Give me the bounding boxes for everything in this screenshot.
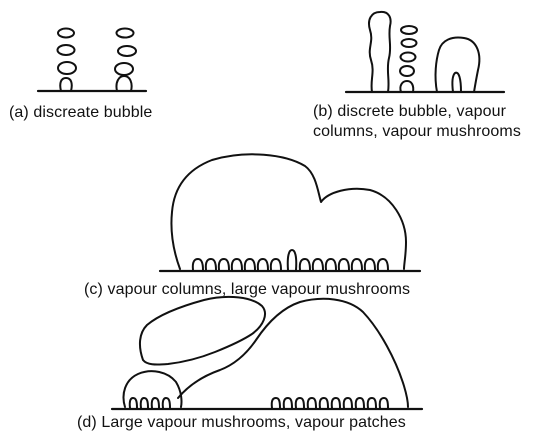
vapour-column (163, 398, 170, 408)
vapour-column (271, 259, 281, 270)
vapour-column (296, 398, 304, 408)
bubble (58, 62, 76, 74)
caption-a: (a) discreate bubble (9, 103, 152, 122)
vapour-column (232, 259, 242, 270)
panel-b-drawing (346, 12, 504, 92)
caption-d: (d) Large vapour mushrooms, vapour patch… (77, 413, 406, 432)
vapour-column (152, 398, 159, 408)
panel-b-bubble-column (400, 26, 417, 92)
vapour-column (365, 259, 375, 270)
bubble (58, 45, 75, 55)
vapour-column (245, 259, 255, 270)
vapour-column (308, 398, 316, 408)
bubble-on-surface (116, 76, 131, 91)
vapour-column (339, 259, 349, 270)
caption-b-line2: columns, vapour mushrooms (313, 122, 521, 141)
bubble (118, 46, 136, 56)
vapour-column (369, 12, 391, 92)
vapour-column (352, 259, 362, 270)
vapour-column (326, 259, 336, 270)
vapour-mushroom (436, 38, 480, 93)
bubble (58, 29, 74, 38)
vapour-column (219, 259, 229, 270)
vapour-column (356, 398, 364, 408)
panel-d-drawing (112, 297, 422, 409)
bubble (401, 53, 416, 62)
bubble (117, 29, 134, 38)
vapour-column (344, 398, 352, 408)
vapour-column (313, 259, 323, 270)
vapour-column (300, 259, 310, 270)
caption-b-line1: (b) discrete bubble, vapour (313, 102, 506, 121)
bubble-on-surface (60, 78, 72, 91)
vapour-column (193, 259, 203, 270)
bubble (401, 26, 417, 34)
bubble (400, 66, 414, 76)
panel-a-drawing (38, 29, 146, 92)
vapour-column (380, 398, 388, 408)
vapour-column (206, 259, 216, 270)
vapour-column (258, 259, 268, 270)
vapour-column (284, 398, 292, 408)
vapour-column (130, 398, 137, 408)
panel-c-vapour-columns (193, 250, 388, 270)
bubble (402, 39, 417, 47)
vapour-column (332, 398, 340, 408)
vapour-column (378, 259, 388, 270)
bubble (115, 63, 133, 75)
vapour-column (368, 398, 376, 408)
bubble-on-surface (400, 81, 413, 92)
vapour-column (141, 398, 148, 408)
vapour-column-tall (288, 250, 297, 270)
panel-d-vapour-columns-left (130, 398, 170, 408)
vapour-column (320, 398, 328, 408)
vapour-column (272, 398, 280, 408)
vapour-mushroom-stem (452, 73, 461, 92)
caption-c: (c) vapour columns, large vapour mushroo… (84, 280, 410, 299)
panel-c-drawing (160, 154, 420, 271)
panel-a-bubble-column-right (115, 29, 136, 92)
panel-d-vapour-columns-right (272, 398, 388, 408)
detached-vapour-patch (140, 297, 265, 365)
panel-a-bubble-column-left (58, 29, 77, 92)
